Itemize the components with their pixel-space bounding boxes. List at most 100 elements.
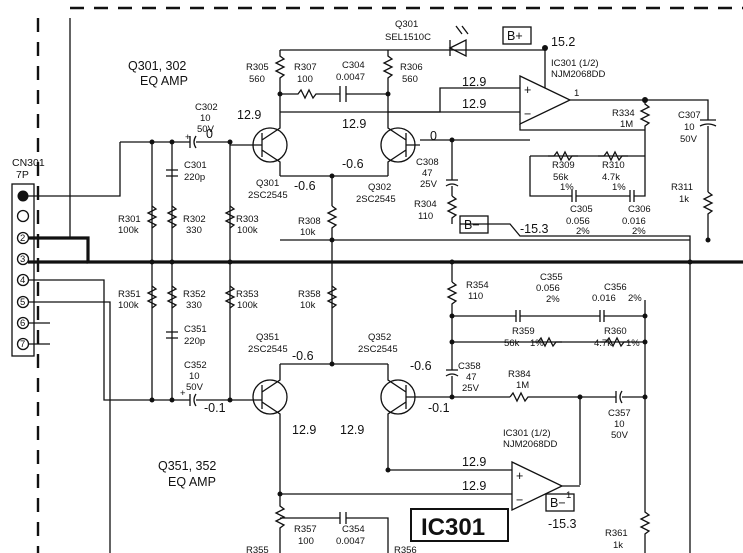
part-value: 110 (418, 211, 433, 222)
connector-pin-num: 6 (20, 318, 25, 329)
part-value: 50V (611, 430, 629, 441)
voltage-label: 12.9 (292, 423, 316, 437)
part-value: 100k (118, 300, 139, 311)
voltage-label: -0.1 (428, 401, 450, 415)
resistor-r354 (446, 281, 458, 370)
ic301-title: IC301 (421, 514, 485, 541)
bminus-voltage: -15.3 (548, 517, 577, 531)
part-tol: 1% (560, 182, 574, 193)
part-value: 0.056 (536, 283, 560, 294)
part-value: 25V (420, 179, 438, 190)
voltage-label: 12.9 (340, 423, 364, 437)
connector-pin-1 (17, 190, 29, 202)
bplus-box (502, 26, 532, 45)
connector-body (11, 183, 35, 357)
resistor-r334-wire (639, 100, 651, 156)
part-ref: R358 (298, 289, 321, 300)
part-value: 330 (186, 225, 202, 236)
part-ref: Q301 (256, 178, 279, 189)
resistor-r306 (382, 50, 394, 112)
led-part: SEL1510C (385, 32, 431, 43)
part-value: 220p (184, 336, 205, 347)
ic301-title-box (410, 508, 509, 542)
voltage-label: 0 (206, 127, 213, 141)
connector-ref: CN301 (12, 157, 45, 169)
ic-part: NJM2068DD (503, 439, 558, 450)
part-tol: 1% (612, 182, 626, 193)
voltage-label: 0 (430, 129, 437, 143)
part-ref: R353 (236, 289, 259, 300)
ic-pin-num: 1 (566, 490, 571, 501)
part-ref: C306 (628, 204, 651, 215)
capacitor-c357 (580, 390, 645, 404)
wire-pin1 (28, 142, 121, 197)
wire-bias-bottom (151, 262, 231, 400)
voltage-label: -0.6 (292, 349, 314, 363)
part-value: 56k (553, 172, 569, 183)
part-ref: R361 (605, 528, 628, 539)
connector-pin-num: 5 (20, 297, 25, 308)
block-label: EQ AMP (168, 475, 216, 489)
part-ref: R352 (183, 289, 206, 300)
capacitor-c308 (445, 140, 459, 196)
capacitor-c358 (445, 369, 459, 397)
part-value: 0.0047 (336, 72, 365, 83)
part-value: 10 (614, 419, 625, 430)
resistor-r310 (598, 150, 628, 162)
resistor-r360 (600, 336, 630, 348)
resistor-r358 (326, 285, 338, 309)
transistor-q302 (380, 112, 420, 176)
resistor-r301 (146, 205, 158, 229)
resistor-r304 (446, 195, 458, 224)
part-ref: R357 (294, 524, 317, 535)
resistor-r359 (532, 336, 562, 348)
wire-in1 (280, 87, 520, 113)
part-value: 110 (468, 291, 483, 302)
connector-pin-3 (16, 252, 30, 266)
part-ref: C358 (458, 361, 481, 372)
part-ref: C357 (608, 408, 631, 419)
part-value: 47 (466, 372, 477, 383)
part-value: 0.016 (592, 293, 616, 304)
led-ref: Q301 (395, 19, 418, 30)
part-value: 10 (200, 113, 211, 124)
resistor-r351 (146, 285, 158, 309)
capacitor-c351 (166, 331, 178, 339)
part-value: 10 (684, 122, 695, 133)
ic-part: NJM2068DD (551, 69, 606, 80)
part-value: 100 (297, 74, 313, 85)
block-label: Q351, 352 (158, 459, 216, 473)
part-ref: R384 (508, 369, 531, 380)
voltage-label: 12.9 (462, 479, 486, 493)
part-value: 10 (189, 371, 200, 382)
capacitor-c354 (280, 512, 389, 553)
part-value: 56k (504, 338, 520, 349)
connector-pins: 7P (16, 169, 29, 181)
connector-pin-num: 3 (20, 254, 25, 265)
part-ref: R311 (671, 182, 693, 193)
part-model: 2SC2545 (356, 194, 396, 205)
part-ref: R334 (612, 108, 635, 119)
part-ref: C352 (184, 360, 207, 371)
part-value: 47 (422, 168, 433, 179)
transistor-q351 (252, 364, 288, 500)
part-tol: 1% (626, 338, 640, 349)
transistor-q301 (230, 112, 288, 176)
resistor-r311 (702, 191, 714, 240)
opamp-pin-minus: − (524, 107, 531, 121)
bminus-voltage: -15.3 (520, 222, 549, 236)
opamp-ic301-top: + − (519, 74, 572, 126)
part-value: 1M (516, 380, 529, 391)
part-ref: R356 (394, 545, 417, 553)
voltage-label: -0.6 (342, 157, 364, 171)
wire-pin5 (28, 301, 111, 553)
block-label: Q301, 302 (128, 59, 186, 73)
voltage-label: 12.9 (237, 108, 261, 122)
capacitor-c307 (699, 119, 717, 127)
block-label: EQ AMP (140, 74, 188, 88)
connector-pin-num: 2 (20, 233, 25, 244)
capacitor-c301 (166, 169, 178, 177)
resistor-r309 (548, 150, 578, 162)
part-ref: C301 (184, 160, 207, 171)
led-icon (448, 25, 469, 58)
